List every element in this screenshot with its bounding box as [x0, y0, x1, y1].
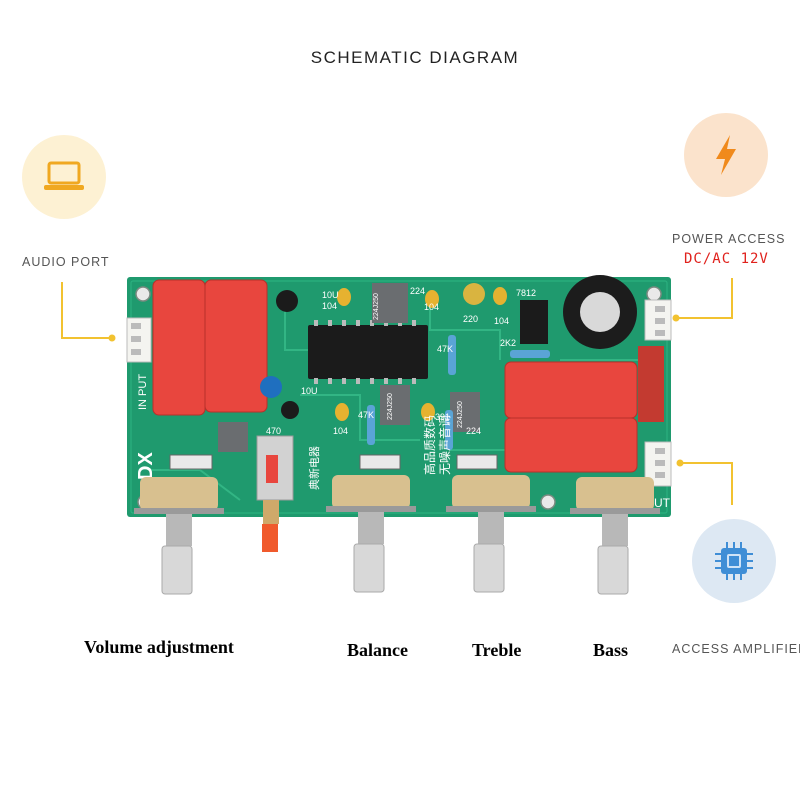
board-brand: DX: [135, 452, 157, 480]
audio-port-icon-circle: [22, 135, 106, 219]
label-104-a: 104: [322, 301, 337, 311]
label-10u-a: 10U: [322, 290, 339, 300]
label-47k-b: 47K: [358, 410, 374, 420]
label-224j250-c: 224J250: [457, 401, 464, 428]
label-7812: 7812: [516, 288, 536, 298]
caption-balance: Balance: [347, 640, 408, 660]
label-224-b: 224: [410, 286, 425, 296]
access-amplifier-icon-circle: [692, 519, 776, 603]
laptop-icon: [44, 161, 84, 190]
power-line: [676, 278, 733, 319]
label-2k2: 2K2: [500, 338, 516, 348]
label-104-b: 104: [494, 316, 509, 326]
caption-treble: Treble: [472, 640, 522, 660]
ic-chip: [308, 325, 428, 379]
power-access-icon-circle: [684, 113, 768, 197]
potentiometer-volume: [134, 477, 224, 595]
power-spec-label: DC/AC 12V: [684, 251, 769, 267]
label-391: 391: [435, 412, 450, 422]
caption-bass: Bass: [593, 640, 629, 660]
power-access-label: POWER ACCESS: [672, 232, 786, 246]
potentiometer-balance: [326, 475, 416, 593]
label-47k-a: 47K: [437, 344, 453, 354]
page-title: SCHEMATIC DIAGRAM: [310, 48, 520, 67]
potentiometer-bass: [570, 477, 660, 595]
label-224j250-b: 224J250: [387, 393, 394, 420]
label-104-d: 104: [424, 302, 439, 312]
callout-lines: [61, 278, 733, 505]
label-224-a: 224: [466, 426, 481, 436]
power-connector: [644, 299, 672, 341]
board-chinese-line1: 高品质数码: [422, 415, 437, 475]
label-10u-b: 10U: [301, 386, 318, 396]
potentiometer-treble: [446, 475, 536, 593]
label-224j250-a: 224J250: [373, 293, 380, 320]
lightning-icon: [716, 135, 736, 175]
access-amplifier-label: ACCESS AMPLIFIER: [672, 642, 800, 656]
chip-icon: [715, 542, 753, 580]
board-output-label: UT: [654, 496, 671, 510]
board-chinese-line2: 无噪声音调: [437, 415, 452, 475]
label-470: 470: [266, 426, 281, 436]
label-104-c: 104: [333, 426, 348, 436]
caption-volume: Volume adjustment: [84, 637, 234, 657]
audio-port-line: [61, 282, 112, 339]
input-connector: [126, 317, 152, 363]
audio-port-label: AUDIO PORT: [22, 255, 110, 269]
label-220: 220: [463, 314, 478, 324]
board-input-label: IN PUT: [137, 374, 149, 410]
film-capacitors: [152, 279, 638, 473]
board-chinese-brand: 典新电器: [307, 446, 321, 490]
amplifier-line: [680, 462, 733, 505]
